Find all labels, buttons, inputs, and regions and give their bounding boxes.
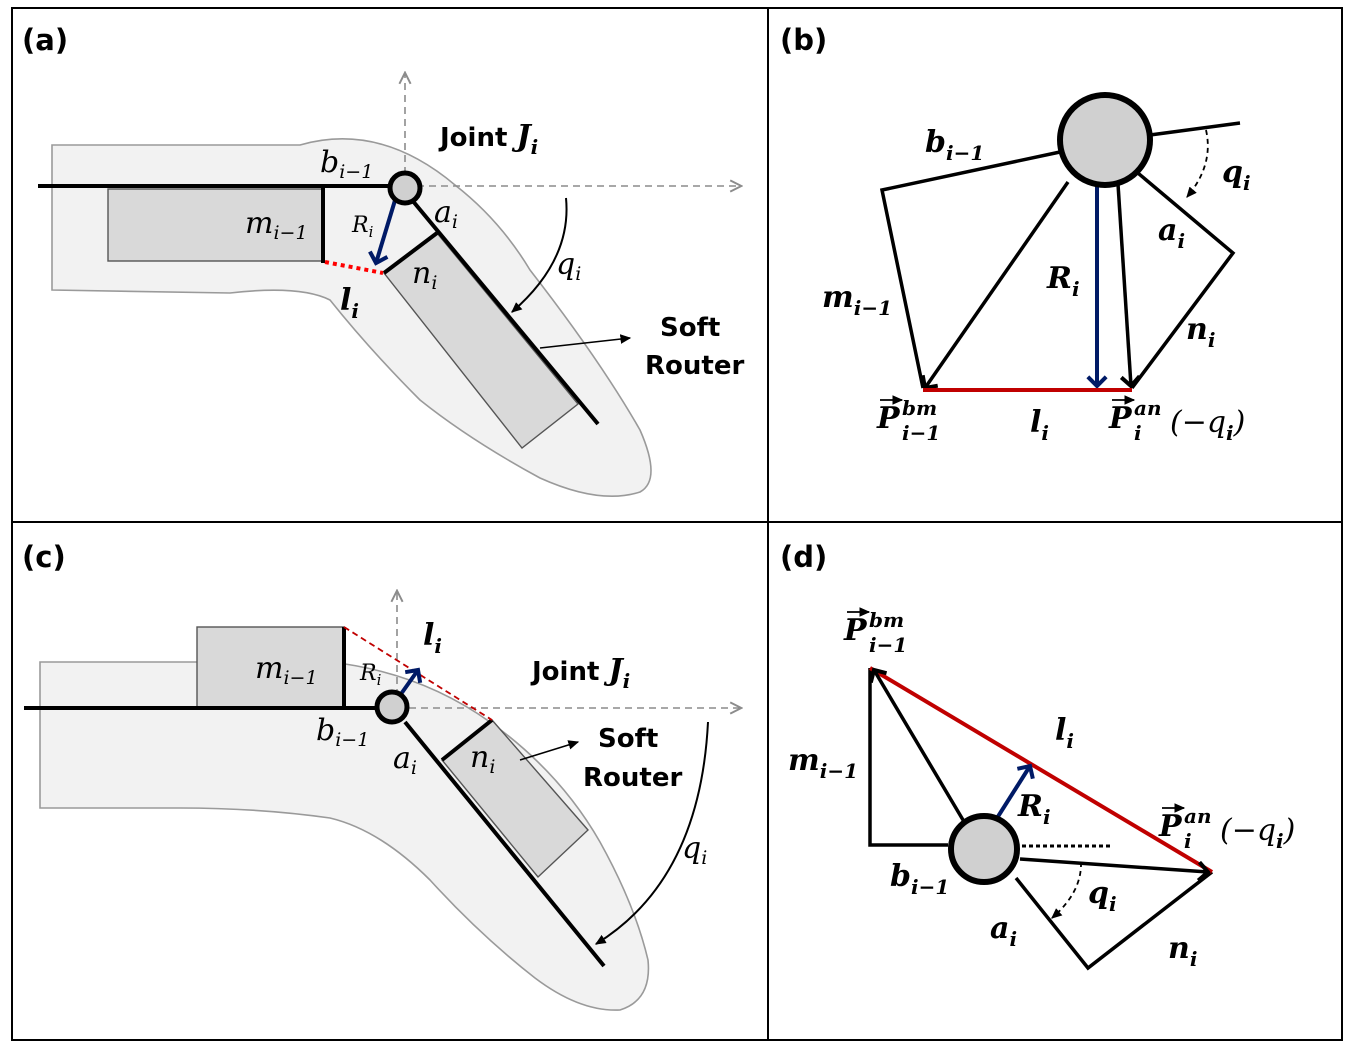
panel-frames bbox=[11, 7, 1343, 1041]
link-n bbox=[440, 718, 494, 762]
b-prev-label: bi−1 bbox=[316, 713, 369, 751]
l-label: li bbox=[1030, 405, 1049, 445]
router-pointer bbox=[519, 740, 580, 761]
link-a-n bbox=[1124, 161, 1236, 390]
joint-circle bbox=[1057, 92, 1153, 188]
router-label-line1: Soft bbox=[598, 724, 658, 754]
a-label: ai bbox=[990, 911, 1017, 951]
R-vector bbox=[368, 196, 398, 266]
router-label-line2: Router bbox=[645, 351, 744, 381]
panel-c-tag: (c) bbox=[22, 540, 66, 574]
m-prev-label: mi−1 bbox=[822, 280, 892, 320]
panel-a-tag: (a) bbox=[22, 23, 68, 57]
l-dotted bbox=[324, 260, 384, 275]
q-label: qi bbox=[1088, 876, 1117, 916]
link-b-m bbox=[879, 150, 1061, 389]
reference-line bbox=[1149, 121, 1241, 137]
svg-text:P: P bbox=[1108, 401, 1133, 436]
panel-b: (b) bi−1 qi ai Ri mi−1 ni P bm i−1 li P … bbox=[780, 23, 1251, 445]
joint-circle bbox=[387, 170, 423, 206]
panel-b-tag: (b) bbox=[780, 23, 827, 57]
m-prev-label: mi−1 bbox=[788, 743, 858, 783]
vector-to-Pan bbox=[1019, 857, 1211, 883]
panel-c: (c) mi−1 Ri li Joint Ji bi−1 ai ni Soft … bbox=[22, 540, 740, 1011]
svg-text:P: P bbox=[1158, 809, 1183, 844]
l-label: li bbox=[423, 618, 442, 658]
svg-text:P: P bbox=[876, 401, 901, 436]
l-segment bbox=[868, 666, 1214, 874]
Pbm-label: P bm i−1 bbox=[876, 395, 940, 445]
joint-circle bbox=[948, 813, 1020, 885]
link-m-b bbox=[868, 668, 948, 847]
q-arc-dashed bbox=[1051, 861, 1082, 919]
a-label: ai bbox=[434, 195, 458, 233]
link-a bbox=[403, 720, 606, 968]
vector-to-Pbm bbox=[868, 667, 968, 826]
R-label: Ri bbox=[359, 661, 382, 689]
b-prev-label: bi−1 bbox=[890, 859, 949, 899]
a-label: ai bbox=[393, 741, 417, 779]
router-label-line1: Soft bbox=[660, 313, 720, 343]
Pan-label: P an i (−qi) bbox=[1158, 803, 1295, 853]
panel-d-tag: (d) bbox=[780, 540, 827, 574]
svg-text:an: an bbox=[1184, 804, 1212, 828]
b-prev-label: bi−1 bbox=[320, 145, 373, 183]
svg-text:bm: bm bbox=[869, 608, 904, 632]
n-label: ni bbox=[470, 740, 495, 778]
q-label: qi bbox=[682, 831, 707, 869]
R-vector bbox=[399, 667, 423, 696]
router-label-line2: Router bbox=[583, 763, 682, 793]
panel-a: (a) Joint Ji bi−1 mi−1 Ri ai ni qi li So… bbox=[22, 23, 744, 497]
svg-text:i: i bbox=[1184, 829, 1192, 853]
link-a-n bbox=[1014, 870, 1214, 971]
n-label: ni bbox=[1186, 312, 1215, 352]
vector-to-Pbm bbox=[920, 181, 1070, 391]
svg-text:bm: bm bbox=[902, 396, 937, 420]
R-label: Ri bbox=[1046, 261, 1080, 301]
R-label: Ri bbox=[351, 213, 374, 241]
svg-text:(−qi): (−qi) bbox=[1220, 813, 1295, 853]
link-a bbox=[410, 198, 600, 426]
svg-text:an: an bbox=[1134, 396, 1162, 420]
svg-text:i−1: i−1 bbox=[869, 633, 907, 657]
panel-d: (d) P bm i−1 li mi−1 Ri P an i (−qi) bi−… bbox=[780, 540, 1295, 971]
m-prev-label: mi−1 bbox=[255, 651, 318, 689]
svg-text:P: P bbox=[843, 613, 868, 648]
a-label: ai bbox=[1158, 213, 1185, 253]
Pbm-label: P bm i−1 bbox=[843, 607, 907, 657]
l-dashed bbox=[343, 626, 493, 721]
q-arc bbox=[511, 197, 568, 313]
svg-text:(−qi): (−qi) bbox=[1170, 405, 1245, 445]
R-label: Ri bbox=[1017, 789, 1051, 829]
box-m-prev bbox=[107, 188, 324, 262]
Pan-label: P an i (−qi) bbox=[1108, 395, 1245, 445]
svg-text:i−1: i−1 bbox=[902, 421, 940, 445]
joint-label: Joint Ji bbox=[438, 119, 538, 159]
q-label: qi bbox=[1222, 155, 1251, 195]
q-label: qi bbox=[556, 247, 581, 285]
b-prev-label: bi−1 bbox=[925, 125, 984, 165]
q-arc bbox=[594, 721, 709, 945]
joint-circle bbox=[374, 689, 410, 725]
router-pointer bbox=[539, 334, 632, 349]
n-label: ni bbox=[1168, 931, 1197, 971]
joint-label: Joint Ji bbox=[530, 653, 630, 693]
l-label: li bbox=[1055, 713, 1074, 753]
link-n bbox=[382, 231, 439, 275]
l-label: li bbox=[340, 283, 359, 323]
n-label: ni bbox=[412, 256, 437, 294]
vector-to-Pan bbox=[1116, 183, 1142, 389]
q-arc-dashed bbox=[1186, 129, 1209, 198]
m-prev-label: mi−1 bbox=[245, 206, 308, 244]
svg-text:i: i bbox=[1134, 421, 1142, 445]
